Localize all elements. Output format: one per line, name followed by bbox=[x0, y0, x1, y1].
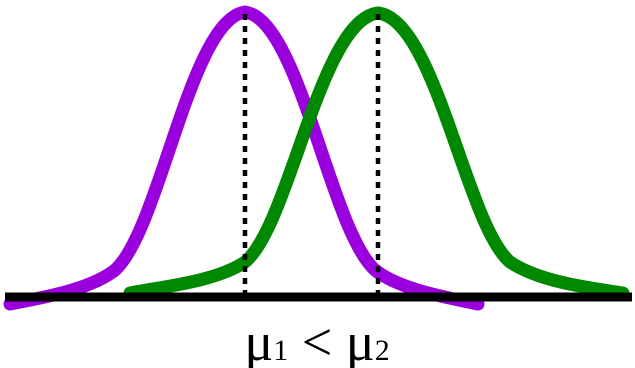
less-than-symbol: < bbox=[288, 312, 345, 368]
mu-symbol-2: μ bbox=[346, 312, 375, 368]
subscript-1: 1 bbox=[273, 334, 288, 367]
distribution-curve-1 bbox=[3, 5, 485, 311]
subscript-2: 2 bbox=[375, 334, 390, 367]
comparison-label: μ1 < μ2 bbox=[244, 312, 389, 368]
mu-symbol-1: μ bbox=[244, 312, 273, 368]
distribution-curve-2 bbox=[123, 6, 630, 300]
